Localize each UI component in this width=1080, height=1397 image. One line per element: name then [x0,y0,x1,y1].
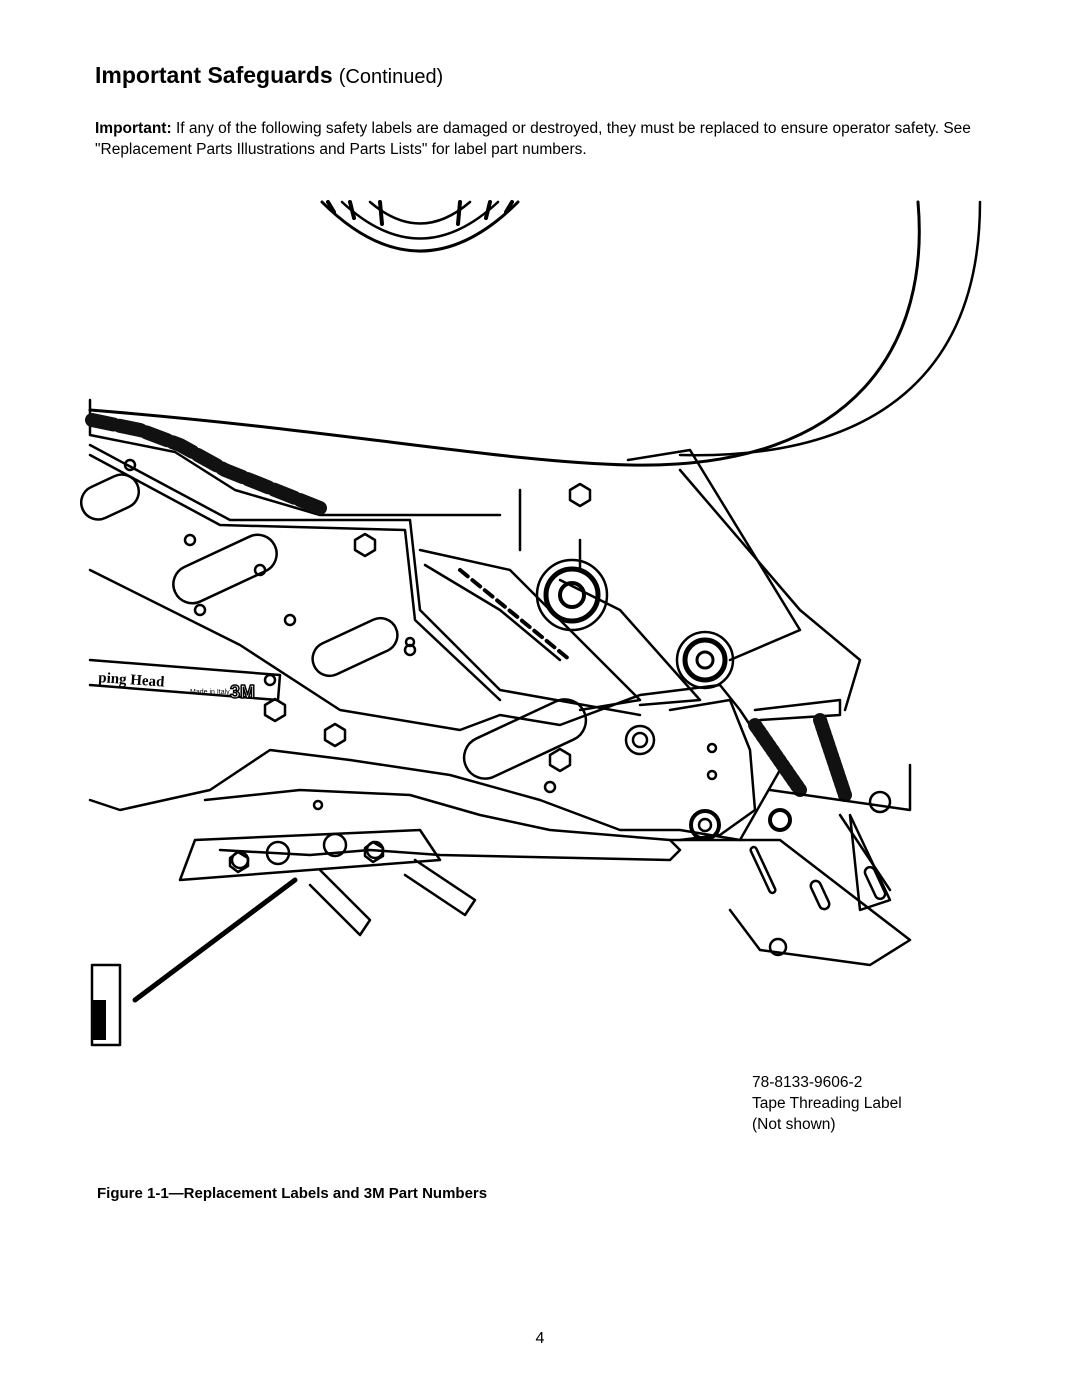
side-plate [80,443,782,842]
machine-label-line1: ping Head [98,670,166,691]
callout-pointer [132,877,298,1003]
spring-bracket [624,698,912,912]
lower-channel [668,838,912,967]
figure-caption: Figure 1-1—Replacement Labels and 3M Par… [97,1185,488,1202]
heading-subtitle: (Continued) [338,66,444,88]
middle-roller [675,630,735,690]
partial-label-graphic [90,963,122,1047]
roll-hub [320,200,520,253]
tape-strip [85,398,502,517]
intro-text: If any of the following safety labels ar… [95,120,971,158]
callout-note: (Not shown) [752,1116,836,1133]
heading-title: Important Safeguards [95,62,333,88]
callout-part-number: 78-8133-9606-2 [752,1074,863,1091]
taping-head-illustration: ping Head Made in Italy 3M [80,190,1080,1070]
machine-label [88,658,282,702]
page-heading: Important Safeguards(Continued) [95,60,443,92]
page-number: 4 [535,1330,545,1347]
intro-paragraph: Important: If any of the following safet… [95,118,995,160]
tape-arm [418,448,862,712]
tape-roll [88,200,982,467]
label-callout: 78-8133-9606-2 Tape Threading Label (Not… [752,1072,902,1135]
machine-label-line2: Made in Italy [190,689,230,696]
upper-roller [535,558,609,632]
machine-label-brand: 3M [230,682,255,702]
knife-bracket [178,788,682,937]
callout-label-name: Tape Threading Label [752,1095,902,1112]
intro-lead: Important: [95,120,172,137]
